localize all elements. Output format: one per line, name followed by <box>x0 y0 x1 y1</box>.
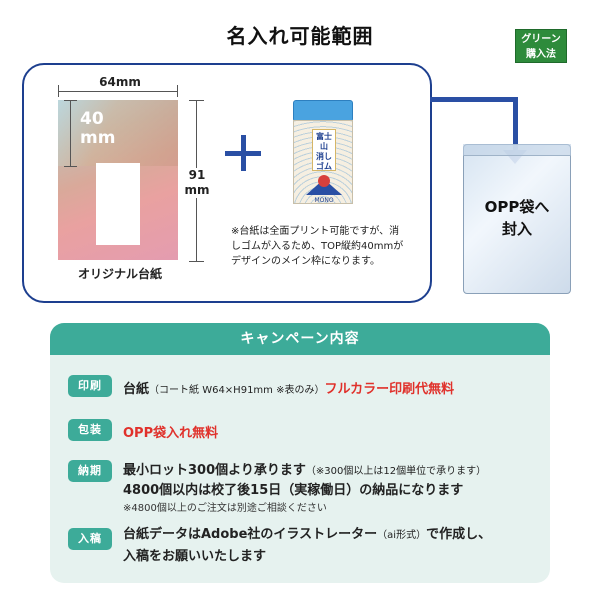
note-line-1: ※台紙は全面プリント可能ですが、消 <box>231 226 400 237</box>
printing-row: 台紙（コート紙 W64×H91mm ※表のみ）フルカラー印刷代無料 <box>123 378 454 397</box>
width-dimension-line <box>58 85 178 97</box>
campaign-panel: キャンペーン内容 <box>50 323 550 583</box>
height-label: 91 mm <box>182 168 212 198</box>
height-unit: mm <box>184 183 210 197</box>
delivery-main: 最小ロット300個より承ります <box>123 463 306 478</box>
note-line-2: しゴムが入るため、TOP縦約40mmが <box>231 241 404 252</box>
inner-height-tick-bottom <box>64 166 77 167</box>
card-top-area <box>58 100 178 166</box>
submission-format: （ai形式） <box>377 530 427 541</box>
inner-height-tick-top <box>64 100 77 101</box>
printing-free: フルカラー印刷代無料 <box>324 382 455 397</box>
badge-line-2: 購入法 <box>526 49 556 60</box>
height-tick-top <box>189 100 204 101</box>
card-window <box>96 163 140 245</box>
card-caption: オリジナル台紙 <box>77 267 162 281</box>
delivery-row: 最小ロット300個より承ります（※300個以上は12個単位で承ります） <box>123 459 486 478</box>
packaging-free: OPP袋入れ無料 <box>123 426 219 441</box>
inner-height-unit: mm <box>80 128 116 148</box>
eraser-label-line-2: 消しゴム <box>316 152 332 171</box>
bag-line-2: 封入 <box>501 220 532 238</box>
opp-bag-seal <box>463 144 571 156</box>
eraser-body: 富士山 消しゴム MONO <box>293 120 353 204</box>
delivery-line-2: 4800個以内は校了後15日（実稼働日）の納品になります <box>123 483 464 498</box>
printing-main: 台紙 <box>123 382 150 397</box>
tag-delivery: 納期 <box>68 460 112 482</box>
tag-printing: 印刷 <box>68 375 112 397</box>
arrow-connector-vertical <box>513 97 518 152</box>
print-area-note: ※台紙は全面プリント可能ですが、消 しゴムが入るため、TOP縦約40mmが デザ… <box>231 224 421 269</box>
packaging-row: OPP袋入れ無料 <box>123 422 218 441</box>
eraser-product-image: 富士山 消しゴム MONO <box>293 100 353 204</box>
delivery-unit-note: （※300個以上は12個単位で承ります） <box>305 466 487 477</box>
height-tick-bottom <box>189 261 204 262</box>
note-line-3: デザインのメイン枠になります。 <box>231 256 380 267</box>
campaign-heading: キャンペーン内容 <box>50 323 550 355</box>
submission-line-2: 入稿をお願いいたします <box>123 549 267 564</box>
width-label: 64mm <box>92 75 148 89</box>
eraser-brand: MONO <box>314 197 334 204</box>
opp-bag-image <box>463 144 571 294</box>
green-purchase-badge: グリーン 購入法 <box>515 29 567 63</box>
inner-height-line <box>70 100 71 166</box>
arrow-connector <box>430 97 518 102</box>
plus-icon <box>241 135 246 171</box>
inner-height-label: 40 mm <box>80 110 115 148</box>
delivery-note: ※4800個以上のご注文は別途ご相談ください <box>123 503 327 514</box>
badge-line-1: グリーン <box>521 34 561 45</box>
eraser-label: 富士山 消しゴム <box>312 129 336 171</box>
bag-line-1: OPP袋へ <box>484 198 550 216</box>
eraser-label-line-1: 富士山 <box>316 132 332 151</box>
submission-main: 台紙データはAdobe社のイラストレーター <box>123 527 378 542</box>
tag-submission: 入稿 <box>68 528 112 550</box>
sun-icon <box>318 175 330 187</box>
eraser-sleeve-top <box>293 100 353 122</box>
printing-spec: （コート紙 W64×H91mm ※表のみ） <box>149 385 325 396</box>
submission-main-2: で作成し、 <box>426 527 492 542</box>
mountain-icon <box>306 179 342 195</box>
opp-bag-label: OPP袋へ 封入 <box>463 196 571 240</box>
submission-row: 台紙データはAdobe社のイラストレーター（ai形式）で作成し、 <box>123 523 491 542</box>
height-value: 91 <box>188 168 206 182</box>
page-title: 名入れ可能範囲 <box>226 24 374 48</box>
tag-packaging: 包装 <box>68 419 112 441</box>
inner-height-value: 40 <box>80 109 104 129</box>
